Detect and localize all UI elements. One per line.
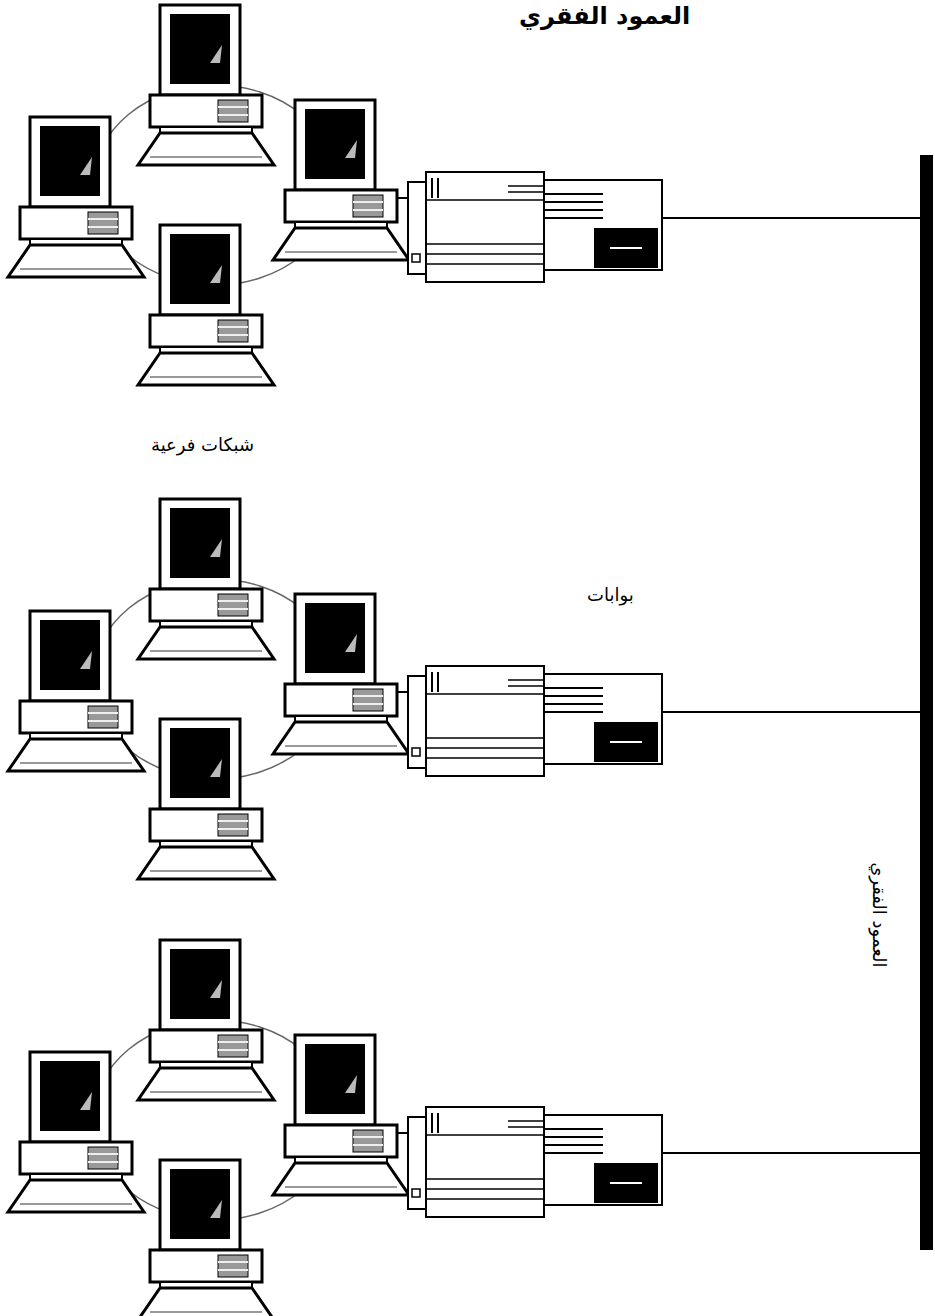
backbone-bar bbox=[920, 155, 933, 1250]
subnetwork bbox=[8, 499, 922, 879]
diagram-title: العمود الفقري bbox=[519, 2, 690, 31]
subnetworks-label: شبكات فرعية bbox=[151, 434, 254, 456]
gateways-label: بوابات bbox=[587, 584, 634, 606]
backbone-label: العمود الفقري bbox=[869, 862, 891, 967]
subnetwork bbox=[8, 940, 922, 1316]
subnetwork bbox=[8, 5, 922, 385]
